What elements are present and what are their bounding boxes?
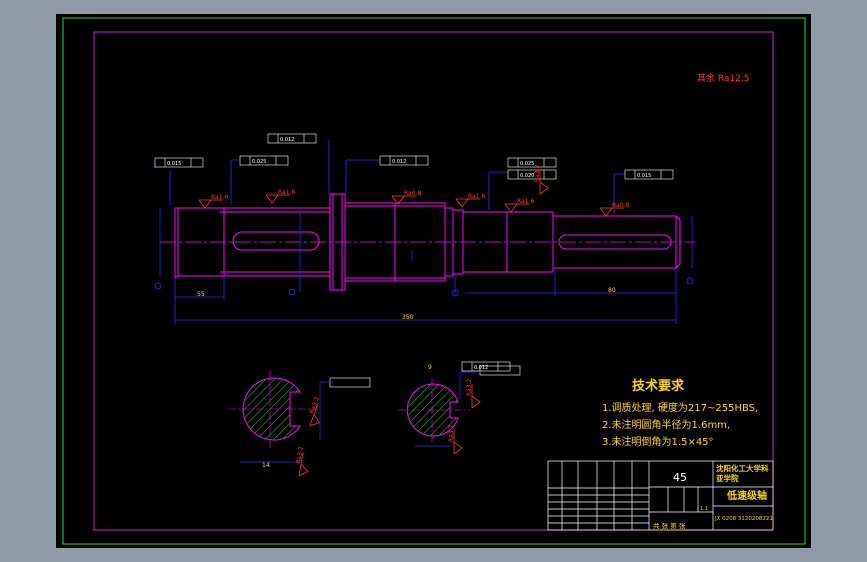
- scale: 1:1: [700, 506, 708, 512]
- roughness-symbol: Ra3.2: [534, 165, 549, 195]
- tolerance-value: 0.025: [252, 159, 266, 165]
- roughness-symbol: Ra1.6: [455, 193, 485, 208]
- sheet: 共 张 第 张: [653, 521, 686, 530]
- tolerance-frame: 0.015: [624, 169, 674, 180]
- datum-symbols: [154, 277, 694, 297]
- roughness-symbol: Ra3.2: [448, 425, 463, 455]
- tech-item-3: 3.未注明倒角为1.5×45°: [602, 435, 714, 448]
- dim-right: 80: [608, 287, 616, 294]
- school-line2: 亚学院: [716, 473, 739, 483]
- material: 45: [673, 471, 687, 484]
- roughness-symbol: Ra0.8: [599, 202, 629, 217]
- tech-title: 技术要求: [632, 378, 685, 394]
- section-b: 9: [398, 364, 477, 447]
- roughness-value: Ra1.6: [468, 193, 485, 200]
- part-name: 低速级轴: [726, 489, 767, 502]
- tech-item-2: 2.未注明圆角半径为1.6mm,: [602, 418, 730, 431]
- roughness-symbol: Ra1.6: [265, 189, 295, 204]
- outer-frame: [62, 17, 806, 545]
- tolerance-value: 0.015: [167, 161, 181, 167]
- inner-border: [93, 31, 774, 531]
- tolerance-value: 0.012: [392, 159, 406, 165]
- dim-left: 55: [197, 291, 205, 298]
- roughness-value: Ra3.2: [448, 425, 455, 442]
- tolerance-frame: [479, 365, 521, 376]
- roughness-value: Ra1.6: [211, 194, 228, 201]
- roughness-value: Ra3.2: [466, 379, 473, 396]
- roughness-value: Ra3.2: [534, 165, 541, 182]
- tolerance-frame: 0.020: [507, 169, 557, 180]
- roughness-symbol: Ra1.6: [198, 194, 228, 209]
- roughness-value: Ra1.6: [517, 198, 534, 205]
- drawing-no: JX 0208 3120208221: [714, 516, 773, 522]
- rough-note: 其余 Ra12.5: [697, 72, 749, 84]
- roughness-symbol: Ra0.8: [391, 190, 421, 205]
- tolerance-value: 0.025: [520, 161, 534, 167]
- roughness-symbol: Ra3.2: [466, 379, 481, 409]
- section-a-key: 14: [262, 462, 270, 469]
- tech-requirements: 技术要求 1.调质处理, 硬度为217~255HBS, 2.未注明圆角半径为1.…: [602, 378, 758, 448]
- tolerance-value: 0.020: [520, 173, 534, 179]
- tolerance-frame: 0.025: [239, 155, 289, 166]
- tech-item-1: 1.调质处理, 硬度为217~255HBS,: [602, 401, 758, 414]
- tolerance-frame: 0.012: [461, 361, 511, 372]
- tolerance-frames: 0.015 0.025 0.012 0.012 0.025 0.020 0.015 0.012: [154, 133, 674, 388]
- roughness-value: Ra1.6: [278, 189, 295, 196]
- section-a: 14: [228, 370, 333, 469]
- tolerance-value: 0.012: [474, 365, 488, 371]
- roughness-value: Ra0.8: [404, 190, 421, 197]
- roughness-value: Ra0.8: [612, 202, 629, 209]
- tolerance-frame: 0.015: [154, 157, 204, 168]
- tolerance-frame: 0.012: [379, 155, 429, 166]
- tolerance-frame: 0.025: [507, 157, 557, 168]
- tolerance-value: 0.012: [280, 137, 294, 143]
- title-block: [547, 460, 774, 531]
- roughness-symbol: Ra1.6: [504, 198, 534, 213]
- tolerance-frame: 0.012: [267, 133, 317, 144]
- tolerance-value: 0.015: [637, 173, 651, 179]
- dim-total: 350: [402, 314, 414, 321]
- roughness-value: Ra3.2: [295, 446, 305, 464]
- tolerance-frame: [329, 377, 371, 388]
- section-b-key: 9: [428, 364, 432, 371]
- roughness-symbol: Ra3.2: [295, 446, 309, 477]
- school-line1: 沈阳化工大学科: [716, 463, 769, 473]
